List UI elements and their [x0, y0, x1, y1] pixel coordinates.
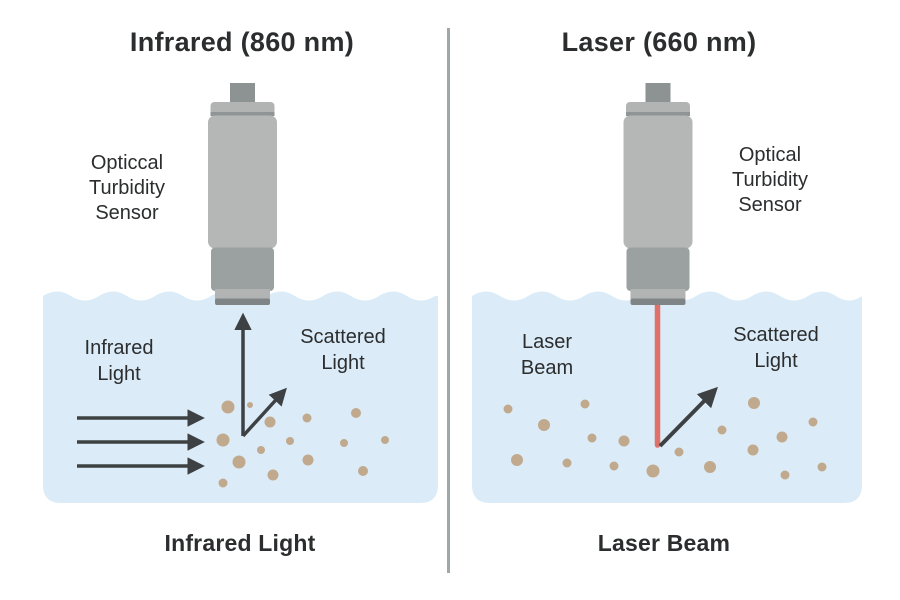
particle [340, 439, 348, 447]
particle [218, 478, 228, 488]
particle [247, 402, 253, 408]
right-panel-title: Laser (660 nm) [561, 27, 757, 57]
right-sensor-label: Optical Turbidity Sensor [732, 144, 808, 216]
water-tank-left [43, 291, 438, 503]
sensor-tip [215, 289, 270, 300]
left-sensor-label: Opticcal Turbidity Sensor [89, 152, 165, 224]
particle [503, 404, 513, 414]
left-panel-title: Infrared (860 nm) [129, 27, 355, 57]
left-caption: Infrared Light [164, 530, 316, 556]
particle [562, 458, 572, 468]
sensor-body [623, 115, 693, 249]
particle [302, 454, 314, 466]
particles-left [216, 400, 389, 488]
particle [286, 437, 294, 445]
water-tank-right [472, 291, 862, 503]
right-beam-label: Laser Beam [520, 331, 574, 379]
particles-right [503, 397, 827, 480]
particle [717, 425, 727, 435]
particle [780, 470, 790, 480]
sensor-tip-edge [630, 298, 686, 305]
particle [580, 399, 590, 409]
particle [264, 416, 276, 428]
sensor-cap-line [210, 112, 275, 116]
sensor-stub [645, 83, 671, 105]
right-caption: Laser Beam [597, 530, 731, 556]
particle [221, 400, 235, 414]
particle [232, 455, 246, 469]
particle [674, 447, 684, 457]
sensor-collar [211, 247, 274, 291]
infrared-light-arrows [77, 312, 287, 475]
turbidity-sensor-left [208, 83, 277, 305]
sensor-stub [230, 83, 255, 105]
sensor-tip [630, 289, 686, 300]
particle [808, 417, 818, 427]
sensor-tip-edge [215, 298, 270, 305]
particle [609, 461, 619, 471]
turbidity-sensor-right [623, 83, 693, 305]
sensor-cap-line [626, 112, 690, 116]
particle [817, 462, 827, 472]
particle [587, 433, 597, 443]
particle [538, 419, 550, 431]
particle [358, 466, 368, 476]
particle [618, 435, 630, 447]
sensor-collar [626, 247, 690, 291]
sensor-body [208, 115, 277, 249]
particle [302, 413, 312, 423]
particle [646, 464, 660, 478]
particle [216, 433, 230, 447]
particle [748, 397, 760, 409]
left-beam-label: Infrared Light [84, 337, 154, 385]
particle [704, 461, 716, 473]
particle [776, 431, 788, 443]
particle [257, 446, 265, 454]
particle [351, 408, 361, 418]
left-scattered-label: Scattered Light [300, 326, 386, 374]
particle [511, 454, 523, 466]
particle [381, 436, 389, 444]
particle [747, 444, 759, 456]
scattered-diagonal-arrow-left [241, 387, 287, 438]
right-scattered-label: Scattered Light [733, 324, 819, 372]
particle [267, 469, 279, 481]
scattered-diagonal-arrow-right [658, 386, 719, 448]
